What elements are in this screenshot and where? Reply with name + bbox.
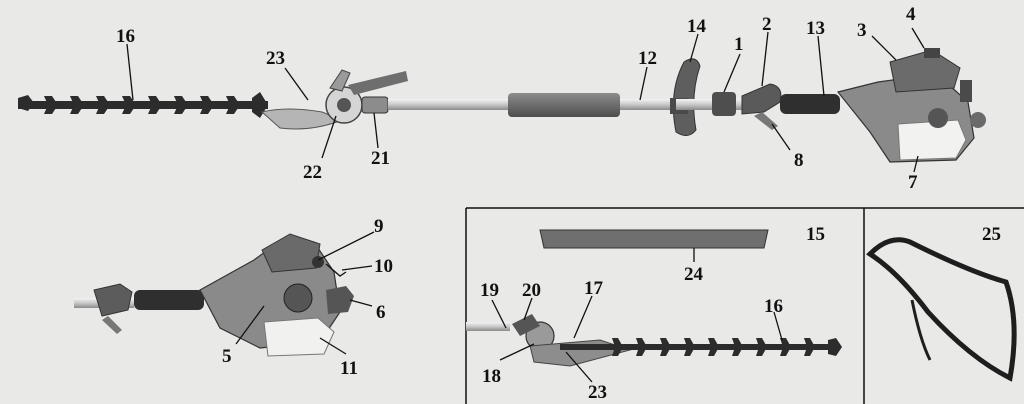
engine-view-trigger: [102, 316, 122, 334]
label-4: 4: [906, 4, 916, 25]
angle-lever: [329, 69, 351, 92]
label-16-top: 16: [116, 26, 135, 47]
label-25: 25: [982, 224, 1001, 245]
label-14: 14: [687, 16, 707, 37]
spark-plug-cap: [924, 48, 940, 58]
blade-cover-scabbard: [539, 229, 769, 249]
label-11: 11: [340, 358, 358, 379]
label-16-box: 16: [764, 296, 783, 317]
label-8: 8: [794, 150, 804, 171]
rear-grip: [780, 94, 840, 114]
label-10: 10: [374, 256, 393, 277]
label-22: 22: [303, 162, 322, 183]
kit-shaft: [466, 322, 510, 331]
gearbox-bolt: [337, 98, 351, 112]
blade-teeth: [18, 92, 268, 118]
label-19: 19: [480, 280, 499, 301]
label-20: 20: [522, 280, 541, 301]
kit-lock-lever: [512, 314, 540, 336]
fuel-tank: [897, 119, 967, 161]
shoulder-strap: [866, 237, 1017, 382]
shoulder-strap-view: [866, 237, 1017, 382]
label-6: 6: [376, 302, 386, 323]
leader-lines: [126, 27, 925, 383]
choke-lever: [960, 80, 972, 102]
label-17: 17: [584, 278, 604, 299]
primer-bulb: [970, 112, 986, 128]
label-24: 24: [684, 264, 704, 285]
strap-tail: [910, 299, 932, 361]
engine-detail-view: [74, 233, 354, 357]
label-9: 9: [374, 216, 384, 237]
label-7: 7: [908, 172, 918, 193]
label-15: 15: [806, 224, 825, 245]
starter-grip: [928, 108, 948, 128]
engine-view-throttle: [93, 283, 133, 317]
label-21: 21: [371, 148, 390, 169]
shoulder-strap-ring: [712, 92, 736, 116]
label-3: 3: [857, 20, 867, 41]
hedge-trimmer-full-assembly: [18, 48, 986, 163]
label-13: 13: [806, 18, 825, 39]
throttle-trigger: [754, 112, 778, 130]
engine-view-primer-line: [325, 263, 347, 277]
front-handle: [672, 58, 701, 136]
adjust-handle: [348, 71, 408, 95]
front-grip-foam: [508, 93, 620, 117]
blade-kit-box: [465, 207, 1024, 404]
label-23-box: 23: [588, 382, 607, 403]
label-5: 5: [222, 346, 232, 367]
label-12: 12: [638, 48, 657, 69]
engine-view-grip: [134, 290, 204, 310]
label-2: 2: [762, 14, 772, 35]
throttle-housing: [741, 83, 782, 115]
engine-view-cover: [261, 233, 321, 273]
engine-view-starter: [283, 283, 313, 313]
label-23-top: 23: [266, 48, 285, 69]
callout-labels: 16 23 22 21 12 14 1 2 13 3 4 8 7 9 10 6 …: [116, 4, 1001, 403]
engine-view-fuel-tank: [263, 317, 335, 357]
shaft-coupler: [361, 96, 389, 114]
label-1: 1: [734, 34, 744, 55]
kit-blade-teeth: [612, 338, 842, 356]
label-18: 18: [482, 366, 501, 387]
kit-blade: [560, 344, 840, 350]
cutter-blade: [18, 101, 268, 109]
engine-view-air-filter: [326, 286, 354, 314]
